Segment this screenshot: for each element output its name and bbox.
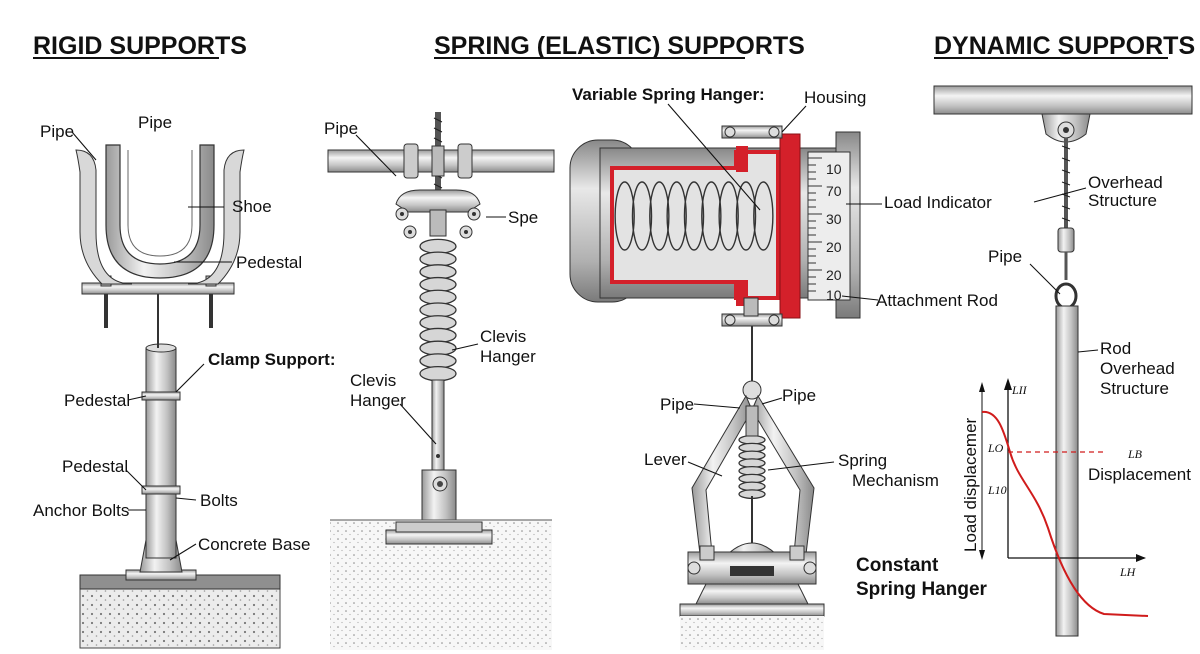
label-axis-lh: LH	[1119, 565, 1137, 579]
label-axis-lo: LO	[987, 441, 1004, 455]
section-title-rigid: RIGID SUPPORTS	[33, 32, 247, 60]
label-anchor-bolts: Anchor Bolts	[33, 501, 129, 520]
label-variable-spring-hanger: Variable Spring Hanger:	[572, 85, 765, 104]
label-concrete-base: Concrete Base	[198, 535, 310, 554]
spring-hanger-drawing	[327, 112, 555, 650]
label-housing: Housing	[804, 88, 866, 107]
label-pedestal-mid: Pedestal	[64, 391, 130, 410]
label-axis-l10: L10	[987, 483, 1007, 497]
label-displacement: Displacement	[1088, 465, 1191, 484]
label-clevis-left-1: Clevis	[350, 371, 396, 390]
label-axis-lii: LII	[1011, 383, 1028, 397]
variable-spring-hanger-drawing	[569, 125, 861, 327]
label-constant-pipe-left: Pipe	[660, 395, 694, 414]
label-attachment-rod: Attachment Rod	[876, 291, 998, 310]
svg-text:30: 30	[826, 211, 842, 227]
label-bolts: Bolts	[200, 491, 238, 510]
label-overhead-1: Overhead	[1088, 173, 1163, 192]
svg-text:20: 20	[826, 239, 842, 255]
label-lever: Lever	[644, 450, 687, 469]
section-title-dynamic: DYNAMIC SUPPORTS	[934, 32, 1195, 60]
label-spring-pipe: Pipe	[324, 119, 358, 138]
svg-text:10: 10	[826, 161, 842, 177]
svg-text:SPRING (ELASTIC) SUPPORTS: SPRING (ELASTIC) SUPPORTS	[434, 32, 805, 60]
rigid-support-drawing	[75, 144, 281, 649]
dynamic-support-drawing	[933, 85, 1193, 637]
spring-leaders	[355, 134, 506, 445]
label-load-displacement-axis: Load displacemer	[961, 417, 980, 552]
label-constant-title-1: Constant	[856, 555, 939, 576]
svg-text:20: 20	[826, 267, 842, 283]
svg-text:RIGID SUPPORTS: RIGID SUPPORTS	[33, 32, 247, 60]
variable-leaders	[667, 103, 882, 301]
label-shoe: Shoe	[232, 197, 272, 216]
label-constant-title-2: Spring Hanger	[856, 579, 988, 600]
label-dynamic-pipe: Pipe	[988, 247, 1022, 266]
dynamic-leaders	[1029, 187, 1099, 353]
label-rod-3: Structure	[1100, 379, 1169, 398]
rigid-leaders	[71, 131, 232, 561]
label-constant-pipe-right: Pipe	[782, 386, 816, 405]
constant-spring-hanger-drawing	[679, 326, 825, 650]
label-spring-mechanism-2: Mechanism	[852, 471, 939, 490]
svg-text:70: 70	[826, 183, 842, 199]
label-pedestal-top: Pedestal	[236, 253, 302, 272]
label-rod-1: Rod	[1100, 339, 1131, 358]
label-clevis-right-2: Hanger	[480, 347, 536, 366]
label-axis-lb: LB	[1127, 447, 1143, 461]
scale-numbers: 10 70 30 20 20 10	[826, 161, 842, 303]
label-spring-spe: Spe	[508, 208, 538, 227]
label-rigid-pipe-left: Pipe	[40, 122, 74, 141]
section-title-spring: SPRING (ELASTIC) SUPPORTS	[434, 32, 805, 60]
label-clevis-right-1: Clevis	[480, 327, 526, 346]
svg-text:DYNAMIC SUPPORTS: DYNAMIC SUPPORTS	[934, 32, 1195, 60]
constant-leaders	[687, 397, 835, 477]
label-rigid-pipe-top: Pipe	[138, 113, 172, 132]
label-clevis-left-2: Hanger	[350, 391, 406, 410]
label-pedestal-low: Pedestal	[62, 457, 128, 476]
label-overhead-2: Structure	[1088, 191, 1157, 210]
label-rod-2: Overhead	[1100, 359, 1175, 378]
label-load-indicator: Load Indicator	[884, 193, 992, 212]
label-clamp-support: Clamp Support:	[208, 350, 336, 369]
label-spring-mechanism-1: Spring	[838, 451, 887, 470]
svg-text:10: 10	[826, 287, 842, 303]
